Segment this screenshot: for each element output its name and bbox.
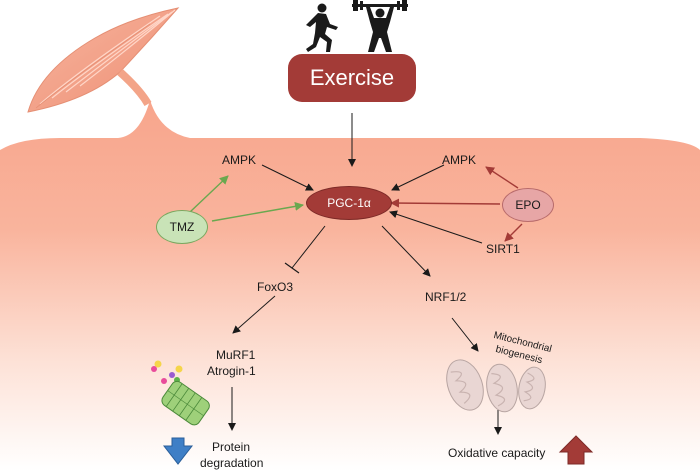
inhibit-pgc-to-foxo3 <box>284 225 326 274</box>
arrow-ampk-right-to-pgc <box>391 164 445 191</box>
arrow-tmz-to-pgc <box>211 201 304 222</box>
epo-node: EPO <box>502 188 554 222</box>
exercise-box: Exercise <box>288 54 416 102</box>
murf1-label: MuRF1 <box>216 348 256 362</box>
muscle-icon <box>27 7 180 113</box>
arrow-tmz-to-ampk <box>189 175 229 213</box>
foxo3-label: FoxO3 <box>257 280 294 294</box>
mitochondria-icon <box>446 359 546 413</box>
arrow-sirt1-to-pgc <box>389 210 483 244</box>
runner-icon <box>306 3 338 52</box>
muscle-cell-body <box>0 100 700 471</box>
arrow-foxo3-to-murf <box>232 295 276 334</box>
tmz-label: TMZ <box>169 220 195 234</box>
ampk-right-label: AMPK <box>442 153 477 167</box>
sirt1-label: SIRT1 <box>486 242 520 256</box>
down-arrow-icon <box>162 437 194 465</box>
degradation-label: degradation <box>200 456 264 470</box>
oxidative-capacity-label: Oxidative capacity <box>448 446 546 460</box>
arrow-ampk-left-to-pgc <box>261 164 314 191</box>
arrow-pgc-to-nrf <box>381 225 431 277</box>
tmz-node: TMZ <box>156 210 208 244</box>
exercise-label: Exercise <box>309 65 395 90</box>
nrf1-2-label: NRF1/2 <box>425 290 467 304</box>
arrow-epo-to-sirt1 <box>504 223 523 242</box>
epo-label: EPO <box>515 198 541 212</box>
pgc-1a-label: PGC-1α <box>327 196 371 210</box>
pgc-1a-node: PGC-1α <box>306 186 392 220</box>
weightlifter-icon <box>352 0 408 52</box>
up-arrow-icon <box>558 435 594 465</box>
atrogin-1-label: Atrogin-1 <box>207 364 256 378</box>
arrow-epo-to-pgc <box>390 198 501 208</box>
ampk-left-label: AMPK <box>222 153 257 167</box>
arrow-nrf-to-mito <box>451 317 479 352</box>
proteasome-icon <box>151 360 210 426</box>
protein-label: Protein <box>212 440 251 454</box>
arrow-epo-to-ampk <box>485 166 519 189</box>
